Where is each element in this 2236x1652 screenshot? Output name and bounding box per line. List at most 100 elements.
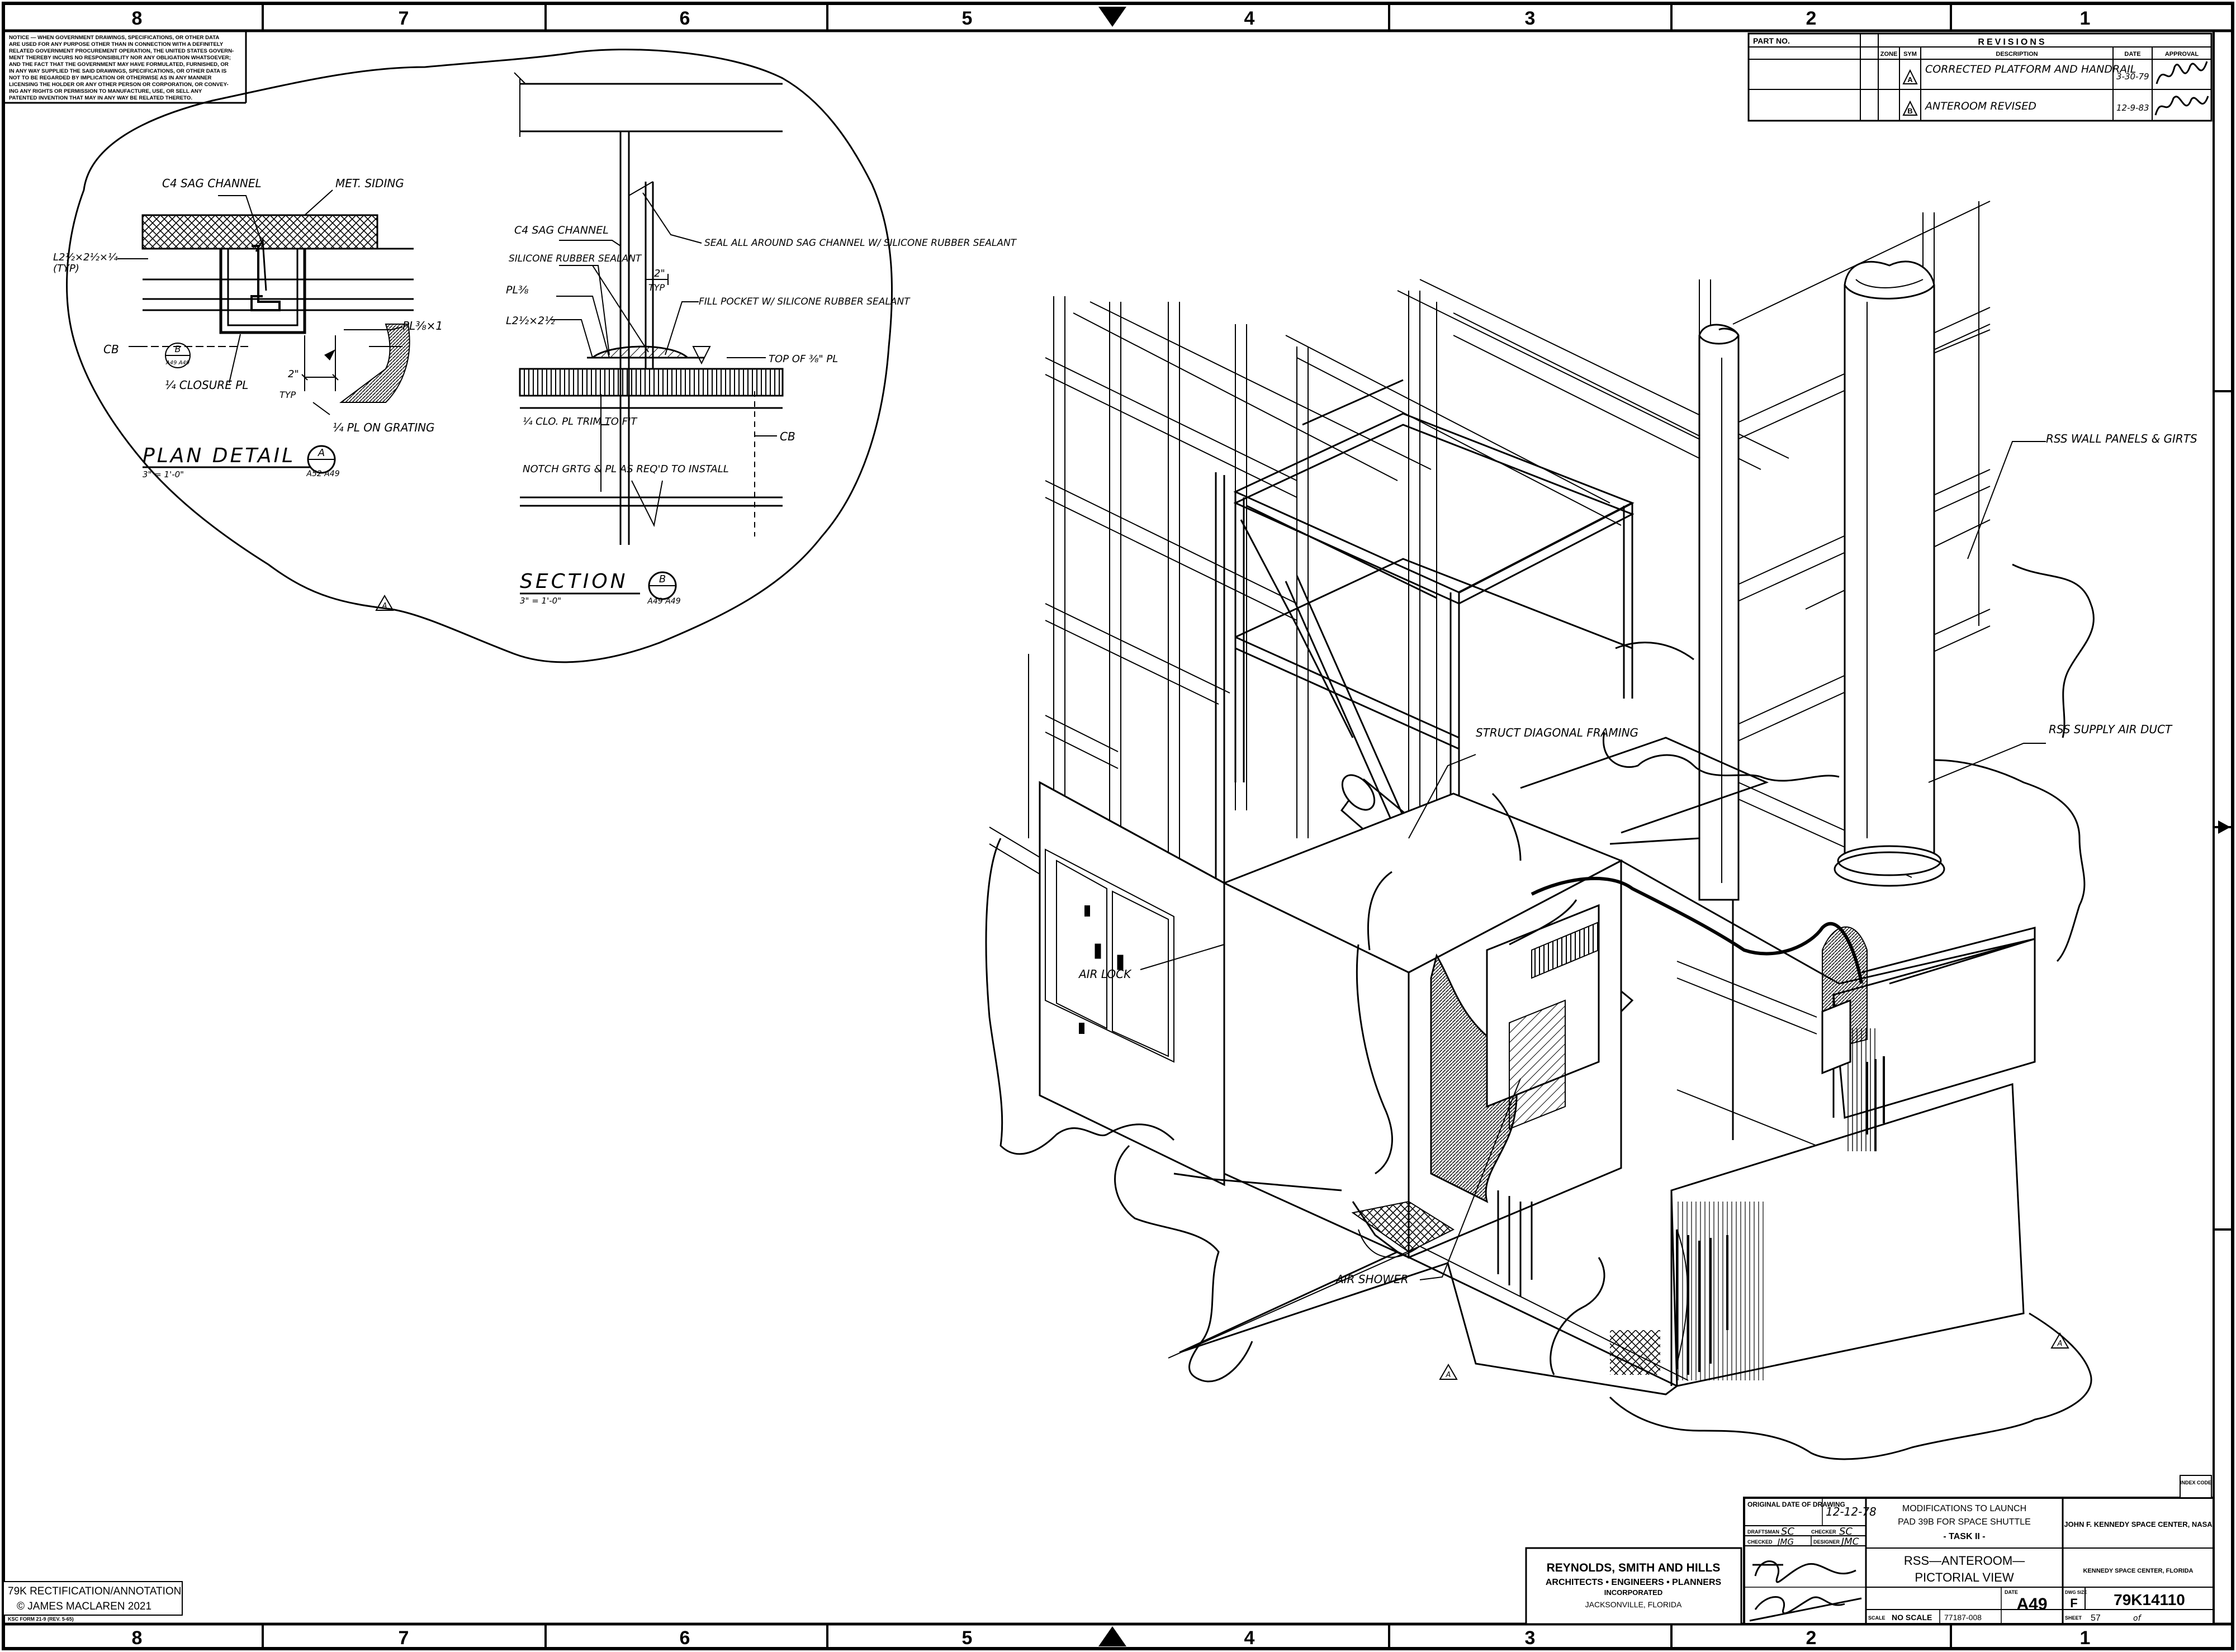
draftsman: SC [1781, 1526, 1794, 1537]
plan-label-pl: PL⅜×1 [402, 319, 443, 333]
revision-mark: A [375, 594, 394, 611]
notice-line: ING ANY RIGHTS OR PERMISSION TO MANUFACT… [9, 88, 202, 94]
duct-platform [1520, 737, 1769, 845]
firm-block: REYNOLDS, SMITH AND HILLS ARCHITECTS • E… [1525, 1547, 1742, 1625]
notice-line: MENT THEREBY INCURS NO RESPONSIBILITY NO… [9, 55, 231, 61]
checker-label: CHECKER [1811, 1529, 1836, 1535]
checked-label: CHECKED [1747, 1539, 1773, 1545]
notice-line: AND THE FACT THAT THE GOVERNMENT MAY HAV… [9, 61, 229, 68]
credit-line-1: 79K RECTIFICATION/ANNOTATION [8, 1585, 181, 1597]
plan-tag-b-refs: A49 A49 [165, 360, 190, 366]
section-label-dim: 2" [654, 268, 665, 279]
label-rss-supply: RSS SUPPLY AIR DUCT [2049, 723, 2173, 736]
revision-mark-label: A [2057, 1340, 2063, 1348]
revision-description: ANTEROOM REVISED [1924, 100, 2036, 112]
notice-line: RELATED GOVERNMENT PROCUREMENT OPERATION… [9, 48, 234, 54]
zone-label: 6 [680, 1627, 690, 1649]
government-notice: NOTICE — WHEN GOVERNMENT DRAWINGS, SPECI… [9, 35, 234, 101]
plan-label-pl-grating: ¼ PL ON GRATING [333, 421, 435, 434]
firm-line-2: ARCHITECTS • ENGINEERS • PLANNERS [1546, 1578, 1722, 1587]
label-struct-diagonal: STRUCT DIAGONAL FRAMING [1476, 726, 1638, 739]
section-label-rubber: SILICONE RUBBER SEALANT [509, 253, 642, 264]
plan-label-typ: (TYP) [53, 263, 79, 274]
notice-line: PATENTED INVENTION THAT MAY IN ANY WAY B… [9, 95, 192, 101]
revision-description: CORRECTED PLATFORM AND HANDRAIL [1925, 63, 2136, 75]
pictorial-leaders [1140, 441, 2046, 1280]
designer-signature: JMG [1776, 1537, 1794, 1547]
plan-label-met-siding: MET. SIDING [335, 177, 404, 190]
section-label-seal: SEAL ALL AROUND SAG CHANNEL W/ SILICONE … [704, 238, 1017, 249]
zone-label: 5 [962, 8, 973, 29]
plan-label-cb: CB [103, 343, 119, 356]
plan-detail-title: PLAN DETAIL [143, 444, 295, 467]
supply-air-duct [1834, 260, 1945, 887]
revision-mark: A [2050, 1332, 2069, 1349]
drawing-number: 79K14110 [2114, 1591, 2185, 1608]
section-label-dim-typ: TYP [648, 282, 665, 293]
plan-detail-scale: 3" = 1'-0" [143, 469, 184, 480]
sheet-number: 57 [2091, 1613, 2101, 1623]
drawing-title-1: RSS—ANTEROOM— [1904, 1554, 2025, 1568]
size-label: DWG SIZE [2065, 1590, 2087, 1595]
section-tag: B [659, 573, 666, 585]
plan-label-dim: 2" [288, 368, 299, 380]
section-drawing: C4 SAG CHANNEL SILICONE RUBBER SEALANT P… [506, 72, 1017, 606]
section-label-cb: CB [780, 430, 795, 443]
zone-label: 1 [2080, 1627, 2091, 1649]
zone-label: 8 [132, 8, 143, 29]
plan-tag-b: B [175, 344, 181, 354]
plan-label-angle: L2½×2½×¼ [53, 251, 118, 263]
revisions-block: PART NO. REVISIONS ZONE SYM DESCRIPTION … [1747, 32, 2213, 122]
zone-label: 4 [1244, 8, 1255, 29]
section-label-pl: PL⅜ [506, 284, 529, 296]
detail-cloud [66, 49, 893, 663]
zone-label: 4 [1244, 1627, 1255, 1649]
index-code-label: INDEX CODE [2180, 1480, 2211, 1485]
sheet-label: SHEET [2065, 1615, 2082, 1621]
part-no-label: PART NO. [1753, 36, 1790, 45]
plan-label-closure: ¼ CLOSURE PL [165, 378, 248, 392]
revision-date: 3-30-79 [2116, 72, 2149, 82]
plan-detail-tag-refs: A52 A49 [306, 469, 339, 478]
revisions-sym-header: SYM [1903, 51, 1917, 58]
section-label-fill: FILL POCKET W/ SILICONE RUBBER SEALANT [699, 296, 911, 307]
revision-mark: A [1439, 1363, 1458, 1380]
project-line-2: PAD 39B FOR SPACE SHUTTLE [1898, 1517, 2031, 1527]
revision-sym: A [1907, 75, 1913, 84]
draftsman-label: DRAFTSMAN [1747, 1529, 1779, 1535]
checker-signature [1752, 1560, 1856, 1583]
revision-mark-label: A [1446, 1371, 1451, 1379]
drawing-title-2: PICTORIAL VIEW [1915, 1570, 2014, 1584]
zone-numbers-top: 8 7 6 5 4 3 2 1 [132, 8, 2091, 29]
agency-line-2: KENNEDY SPACE CENTER, FLORIDA [2083, 1568, 2193, 1574]
plan-detail-tag: A [318, 447, 325, 459]
agency-line-1: JOHN F. KENNEDY SPACE CENTER, NASA [2064, 1520, 2213, 1528]
date-label: DATE [2005, 1589, 2018, 1595]
revision-date: 12-9-83 [2116, 103, 2149, 113]
zone-label: 7 [399, 8, 409, 29]
checker: SC [1839, 1526, 1853, 1537]
section-label-clo-pl: ¼ CLO. PL TRIM TO FIT [523, 416, 638, 428]
approval-signature [2154, 96, 2209, 116]
credit-line-2: © JAMES MACLAREN 2021 [17, 1601, 151, 1612]
title-block: INDEX CODE ORIGINAL DATE OF DRAWING 12-1… [1743, 1475, 2215, 1625]
notice-line: NOT TO BE REGARDED BY IMPLICATION OR OTH… [9, 75, 212, 81]
notice-line: ARE USED FOR ANY PURPOSE OTHER THAN IN C… [9, 41, 224, 48]
firm-line-4: JACKSONVILLE, FLORIDA [1585, 1600, 1682, 1609]
notice-line: NOTICE — WHEN GOVERNMENT DRAWINGS, SPECI… [9, 35, 219, 41]
label-air-lock: AIR LOCK [1078, 967, 1132, 981]
job-number: 77187-008 [1944, 1613, 1982, 1622]
sheet-code: A49 [2016, 1595, 2047, 1613]
section-tag-refs: A49 A49 [647, 597, 680, 606]
approver-signature [1749, 1596, 1862, 1622]
firm-line-3: INCORPORATED [1604, 1588, 1662, 1597]
zone-label: 3 [1525, 8, 1536, 29]
section-scale: 3" = 1'-0" [520, 596, 561, 606]
zone-label: 1 [2080, 8, 2091, 29]
revision-row: B ANTEROOM REVISED 12-9-83 [1902, 96, 2209, 116]
designer: JMC [1840, 1536, 1859, 1547]
plan-label-c4-sag: C4 SAG CHANNEL [162, 177, 262, 190]
small-pipe [1698, 324, 1740, 901]
zone-label: 8 [132, 1627, 143, 1649]
zone-label: 5 [962, 1627, 973, 1649]
